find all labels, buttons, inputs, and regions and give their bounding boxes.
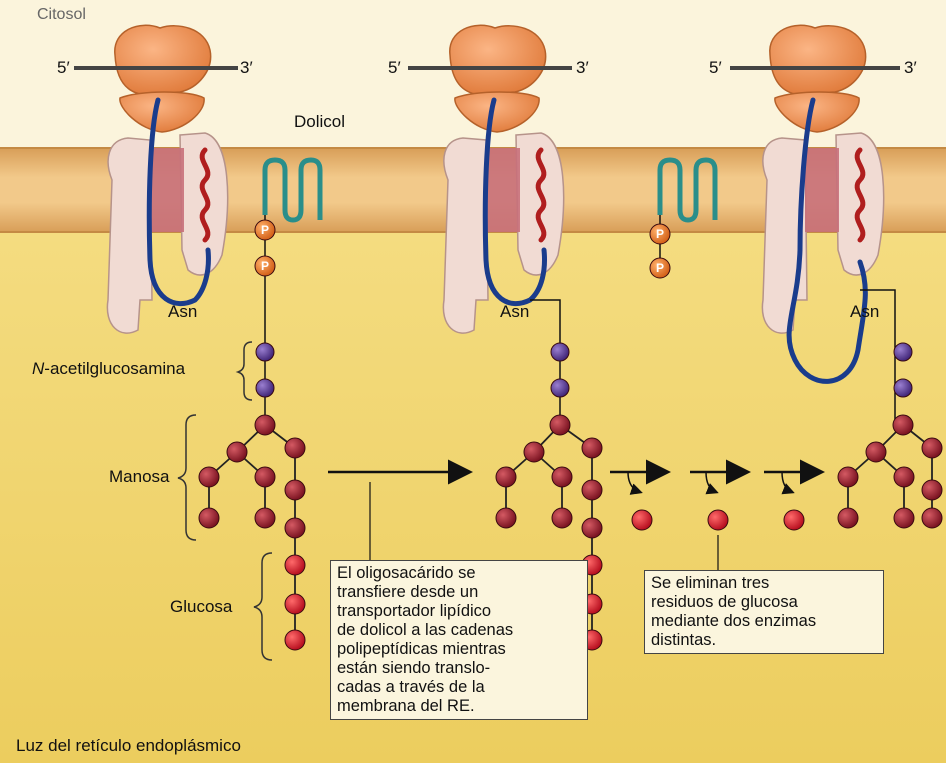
- transfer-note-line: de dolicol a las cadenas: [337, 621, 581, 640]
- mannose-residue: [227, 442, 247, 462]
- transfer-note-line: transfiere desde un: [337, 583, 581, 602]
- glcnac-label: N-acetilglucosamina: [32, 359, 185, 379]
- removal-note: Se eliminan tres residuos de glucosa med…: [644, 570, 884, 654]
- manosa-label: Manosa: [109, 467, 169, 487]
- mannose-residue: [496, 508, 516, 528]
- removed-glucose-residue: [632, 510, 652, 530]
- asn-label-1: Asn: [168, 302, 197, 322]
- transfer-note: El oligosacárido se transfiere desde un …: [330, 560, 588, 720]
- dolicol-label: Dolicol: [294, 112, 345, 132]
- mannose-residue: [255, 415, 275, 435]
- five-prime-label-1: 5′: [57, 58, 70, 78]
- phosphate-label-1a: P: [255, 220, 275, 240]
- signal-helix-3: [857, 150, 863, 240]
- cytosol-label: Citosol: [37, 6, 86, 24]
- mannose-residue: [285, 518, 305, 538]
- five-prime-label-3: 5′: [709, 58, 722, 78]
- mannose-residue: [582, 518, 602, 538]
- removal-note-line: Se eliminan tres: [651, 574, 877, 593]
- glcnac-label-text: -acetilglucosamina: [44, 359, 185, 378]
- transfer-note-line: transportador lipídico: [337, 602, 581, 621]
- three-prime-label-1: 3′: [240, 58, 253, 78]
- glcnac-residue: [894, 379, 912, 397]
- phosphate-label-2a: P: [650, 224, 670, 244]
- mannose-residue: [496, 467, 516, 487]
- mannose-residue: [552, 508, 572, 528]
- transfer-note-line: polipeptídicas mientras: [337, 640, 581, 659]
- transfer-note-line: El oligosacárido se: [337, 564, 581, 583]
- mannose-residue: [838, 508, 858, 528]
- ribosome-2: [450, 25, 546, 132]
- removed-glucose-residue: [708, 510, 728, 530]
- glucose-residue: [285, 594, 305, 614]
- glucosa-label: Glucosa: [170, 597, 232, 617]
- mannose-residue: [894, 467, 914, 487]
- ribosome-3: [770, 25, 866, 132]
- glcnac-residue: [256, 343, 274, 361]
- mannose-residue: [838, 467, 858, 487]
- removal-note-line: residuos de glucosa: [651, 593, 877, 612]
- ribosome-1: [115, 25, 211, 132]
- mannose-residue: [524, 442, 544, 462]
- five-prime-label-2: 5′: [388, 58, 401, 78]
- glcnac-residue: [551, 343, 569, 361]
- mannose-residue: [199, 467, 219, 487]
- removal-note-line: mediante dos enzimas: [651, 612, 877, 631]
- glucose-residue: [285, 630, 305, 650]
- asn-label-3: Asn: [850, 302, 879, 322]
- glcnac-label-prefix: N: [32, 359, 44, 378]
- removal-note-line: distintas.: [651, 631, 877, 650]
- signal-helix-1: [202, 150, 208, 240]
- mannose-residue: [552, 467, 572, 487]
- mannose-residue: [285, 438, 305, 458]
- lumen-label: Luz del retículo endoplásmico: [16, 736, 241, 756]
- signal-helix-2: [538, 150, 544, 240]
- mannose-residue: [922, 508, 942, 528]
- phosphate-label-1b: P: [255, 256, 275, 276]
- mannose-residue: [199, 508, 219, 528]
- transfer-note-line: cadas a través de la: [337, 678, 581, 697]
- mannose-residue: [582, 438, 602, 458]
- three-prime-label-2: 3′: [576, 58, 589, 78]
- transfer-note-line: están siendo translo-: [337, 659, 581, 678]
- mannose-residue: [582, 480, 602, 500]
- transfer-note-line: membrana del RE.: [337, 697, 581, 716]
- removed-glucose-residue: [784, 510, 804, 530]
- glcnac-residue: [551, 379, 569, 397]
- mannose-residue: [922, 480, 942, 500]
- mannose-residue: [893, 415, 913, 435]
- mannose-residue: [922, 438, 942, 458]
- mannose-residue: [550, 415, 570, 435]
- three-prime-label-3: 3′: [904, 58, 917, 78]
- mannose-residue: [894, 508, 914, 528]
- mannose-residue: [866, 442, 886, 462]
- phosphate-label-2b: P: [650, 258, 670, 278]
- mannose-residue: [285, 480, 305, 500]
- glcnac-residue: [256, 379, 274, 397]
- mannose-residue: [255, 508, 275, 528]
- mannose-residue: [255, 467, 275, 487]
- glucose-residue: [285, 555, 305, 575]
- asn-label-2: Asn: [500, 302, 529, 322]
- glcnac-residue: [894, 343, 912, 361]
